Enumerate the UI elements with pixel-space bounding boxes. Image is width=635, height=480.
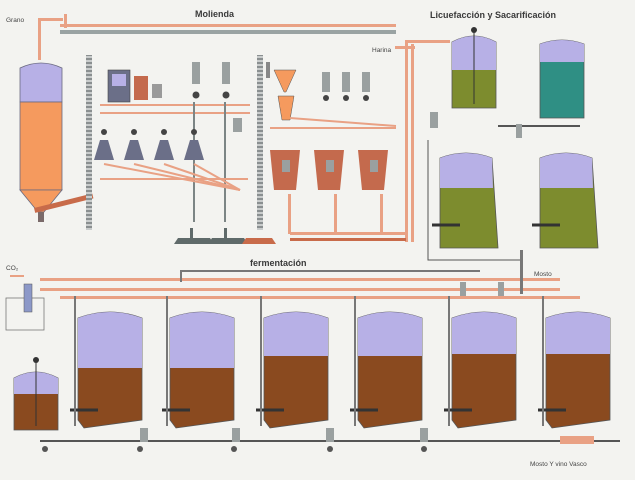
label-mosto: Mosto	[534, 271, 552, 278]
section-title-fermentacion: fermentación	[250, 258, 307, 268]
label-grano: Grano	[6, 17, 24, 24]
fermenter-3	[256, 311, 334, 442]
label-co2: CO₂	[6, 265, 19, 272]
grain-silo	[19, 62, 94, 222]
mill-equipment-left	[94, 62, 276, 244]
mill-separator-walls	[86, 55, 263, 230]
fermenter-5	[444, 311, 517, 429]
fermenter-1	[70, 311, 148, 442]
fermenter-4	[350, 311, 428, 442]
co2-unit	[5, 275, 45, 331]
section-title-licuefaccion: Licuefacción y Sacarificación	[430, 10, 556, 20]
fermenter-row	[42, 296, 611, 452]
footer-caption: Mosto Y vino Vasco	[530, 461, 587, 468]
fermenter-6	[538, 311, 611, 444]
fermenter-2	[162, 311, 240, 442]
top-feed-pipes	[38, 14, 450, 242]
mill-equipment-right	[266, 62, 406, 241]
liquefaction-tanks	[427, 27, 599, 261]
yeast-propagator	[13, 357, 59, 431]
label-harina: Harina	[372, 47, 392, 54]
section-title-molienda: Molienda	[195, 9, 235, 19]
